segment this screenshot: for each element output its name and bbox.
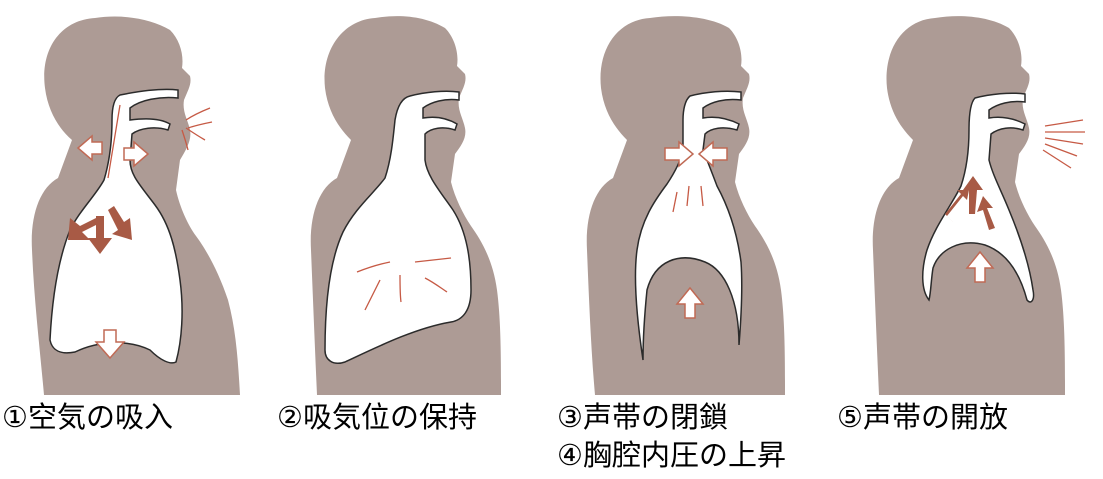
caption-line: ①空気の吸入 [2, 398, 173, 436]
caption-vocal-closure: ③声帯の閉鎖 ④胸腔内圧の上昇 [557, 398, 786, 474]
figure-vocal-closure [555, 0, 815, 395]
panel-hold-inspiration: ②吸気位の保持 [275, 0, 535, 479]
caption-vocal-opening: ⑤声帯の開放 [837, 398, 1008, 436]
caption-line: ③声帯の閉鎖 [557, 398, 786, 436]
figure-vocal-opening [835, 0, 1095, 395]
exhale-flow-lines [1043, 120, 1085, 168]
figure-hold-inspiration [275, 0, 535, 395]
caption-line: ⑤声帯の開放 [837, 398, 1008, 436]
figure-air-intake [0, 0, 260, 395]
caption-line: ②吸気位の保持 [277, 398, 477, 436]
caption-hold-inspiration: ②吸気位の保持 [277, 398, 477, 436]
panel-vocal-opening: ⑤声帯の開放 [835, 0, 1095, 479]
panel-vocal-closure: ③声帯の閉鎖 ④胸腔内圧の上昇 [555, 0, 815, 479]
caption-line: ④胸腔内圧の上昇 [557, 436, 786, 474]
panel-air-intake: ①空気の吸入 [0, 0, 260, 479]
caption-air-intake: ①空気の吸入 [2, 398, 173, 436]
